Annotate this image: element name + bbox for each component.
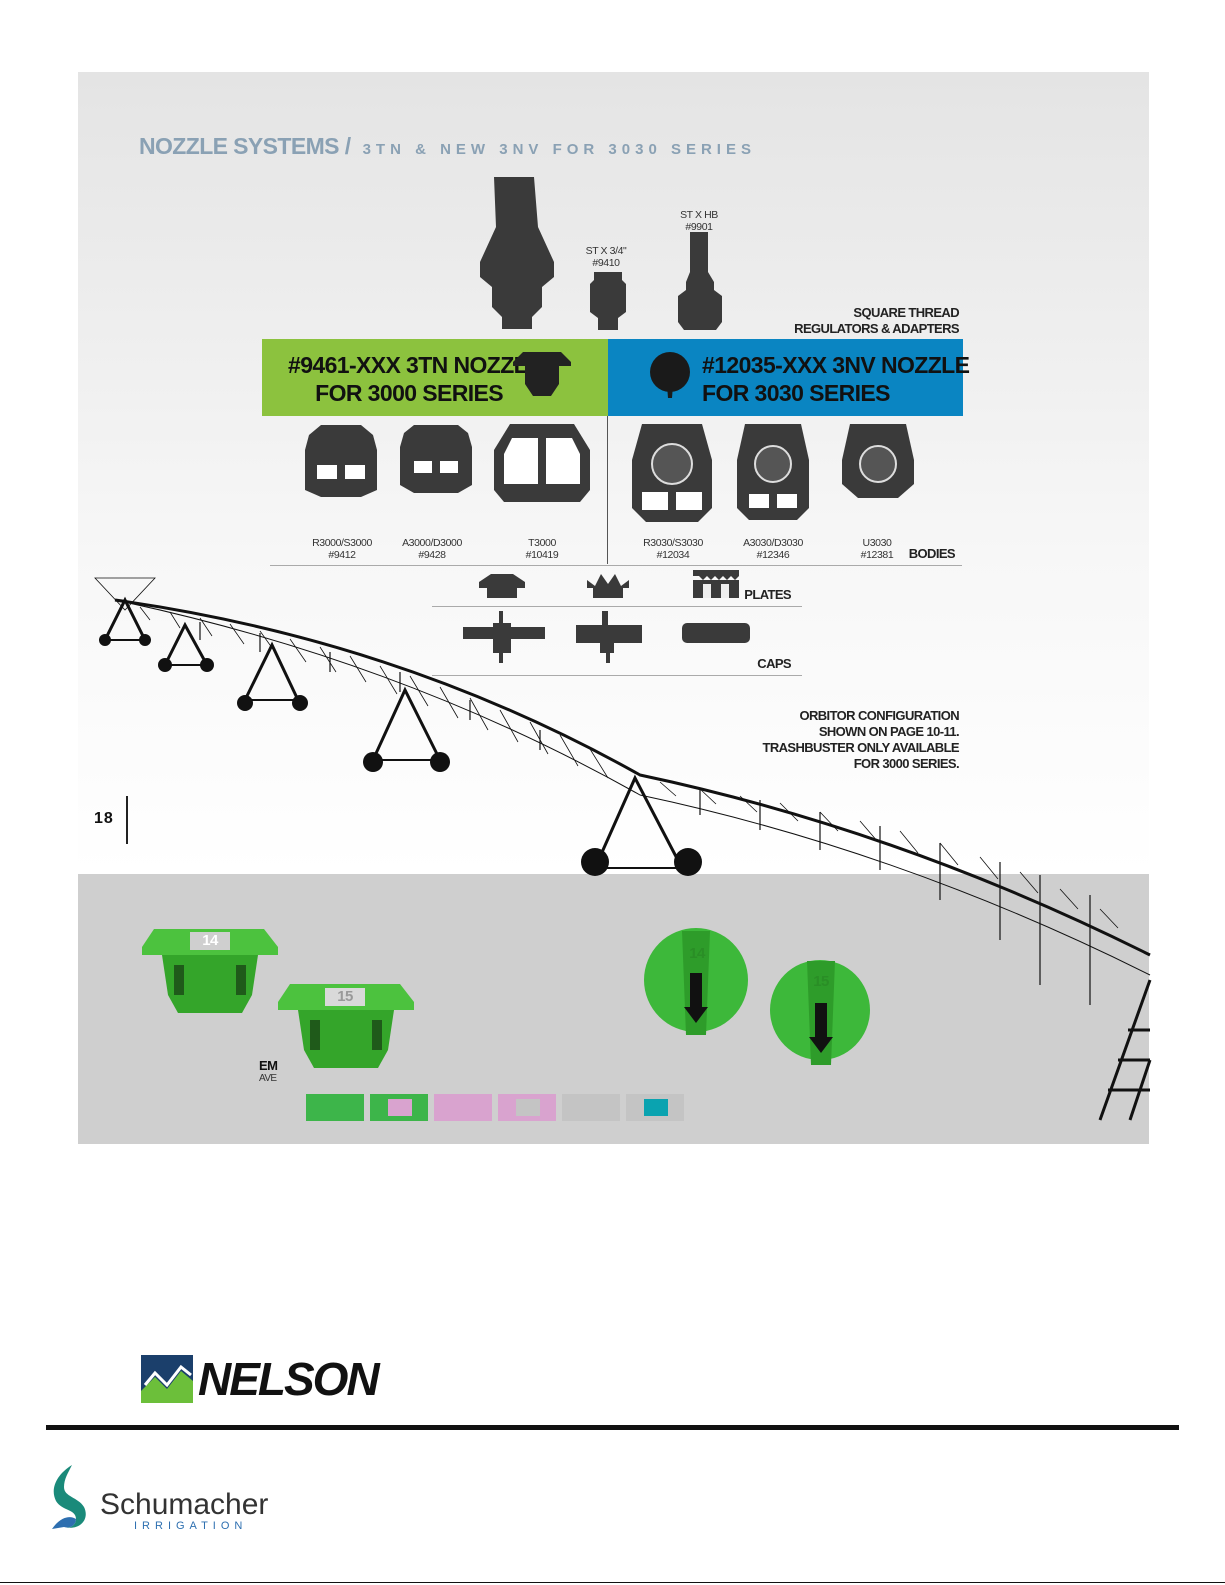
cap-winged-image — [463, 611, 545, 663]
body-part: #10419 — [525, 549, 559, 561]
bodies-label: BODIES — [908, 546, 956, 561]
page-number-bar — [126, 796, 128, 844]
color-swatch-inner — [516, 1099, 540, 1116]
color-swatch — [562, 1094, 620, 1121]
nozzle-3nv-title-line1: #12035-XXX 3NV NOZZLE — [702, 352, 970, 378]
nelson-logo-icon — [141, 1355, 193, 1403]
pressure-regulator-image — [480, 177, 554, 329]
plates-underline — [432, 606, 802, 607]
caps-label: CAPS — [757, 656, 791, 671]
body-name: A3000/D3000 — [402, 537, 462, 549]
bodies-underline — [270, 565, 962, 566]
nozzle-size-label-15-left: 15 — [325, 988, 365, 1006]
body-part: #12346 — [756, 549, 790, 561]
nozzle-3nv-green-15-image — [770, 960, 870, 1065]
body-part: #9412 — [328, 549, 356, 561]
nozzle-3nv-green-14-image — [644, 928, 748, 1035]
color-swatch — [626, 1094, 684, 1121]
body-name: T3000 — [528, 537, 556, 549]
body-r3030-label: R3030/S3030 #12034 — [638, 537, 708, 561]
body-name: R3030/S3030 — [643, 537, 703, 549]
nozzle-size-label-14-right: 14 — [689, 945, 705, 962]
adapter-st-hb-part: #9901 — [685, 221, 713, 233]
nozzle-size-label-15-right: 15 — [813, 973, 829, 990]
color-swatch — [434, 1094, 492, 1121]
regulators-label: SQUARE THREAD REGULATORS & ADAPTERS — [794, 305, 959, 337]
regulators-label-line2: REGULATORS & ADAPTERS — [794, 321, 959, 336]
title-separator: / — [344, 133, 351, 159]
body-part: #12381 — [860, 549, 894, 561]
color-swatch — [498, 1094, 556, 1121]
body-name: R3000/S3000 — [312, 537, 372, 549]
plate-serrated-image — [693, 570, 739, 598]
schumacher-logo-tagline: IRRIGATION — [134, 1520, 248, 1532]
note-line2: SHOWN ON PAGE 10-11. — [818, 724, 960, 739]
adapter-st-34-name: ST X 3/4" — [585, 245, 627, 257]
lower-label: EM AVE — [259, 1058, 278, 1084]
adapter-st-hb-name: ST X HB — [680, 209, 718, 221]
schumacher-logo-text: Schumacher IRRIGATION — [100, 1488, 269, 1533]
cap-short-winged-image — [576, 611, 642, 663]
body-t3000-image — [494, 424, 590, 502]
adapter-st-hb-label: ST X HB #9901 — [670, 209, 728, 233]
schumacher-logo-name: Schumacher — [100, 1488, 269, 1521]
adapter-st-hb-image — [678, 232, 722, 330]
body-name: A3030/D3030 — [743, 537, 803, 549]
nozzle-3nv-title-line2: FOR 3030 SERIES — [702, 380, 890, 406]
configuration-note: ORBITOR CONFIGURATION SHOWN ON PAGE 10-1… — [762, 708, 959, 772]
body-part: #12034 — [656, 549, 690, 561]
schumacher-logo-icon — [52, 1465, 86, 1529]
title-subtitle: 3TN & NEW 3NV FOR 3030 SERIES — [362, 141, 756, 158]
note-line1: ORBITOR CONFIGURATION — [799, 708, 959, 723]
body-t3000-label: T3000 #10419 — [507, 537, 577, 561]
page-number: 18 — [94, 810, 114, 827]
nozzle-3tn-title: #9461-XXX 3TN NOZZLE FOR 3000 SERIES — [288, 351, 542, 407]
note-line3: TRASHBUSTER ONLY AVAILABLE — [762, 740, 959, 755]
bottom-rule — [0, 1582, 1225, 1583]
plate-crown-image — [587, 574, 629, 598]
body-u3030-label: U3030 #12381 — [842, 537, 912, 561]
body-r3000-image — [305, 425, 377, 497]
note-line4: FOR 3000 SERIES. — [853, 756, 960, 771]
lower-label-line2: AVE — [259, 1073, 277, 1084]
color-swatch — [306, 1094, 364, 1121]
body-a3030-image — [737, 424, 809, 520]
nozzle-3tn-image — [513, 352, 571, 396]
title-main: NOZZLE SYSTEMS — [139, 133, 340, 159]
adapter-st-34-label: ST X 3/4" #9410 — [577, 245, 635, 269]
body-a3000-label: A3000/D3000 #9428 — [397, 537, 467, 561]
cap-plug-image — [682, 623, 750, 643]
body-u3030-image — [842, 424, 914, 498]
nozzle-3tn-title-line2: FOR 3000 SERIES — [315, 380, 503, 406]
lower-label-line1: EM — [259, 1058, 278, 1073]
caps-underline — [432, 675, 802, 676]
upper-panel — [78, 72, 1149, 874]
nelson-logo-text: NELSON — [198, 1353, 380, 1405]
body-name: U3030 — [862, 537, 892, 549]
body-part: #9428 — [418, 549, 446, 561]
nozzle-3nv-image — [650, 352, 690, 398]
plates-label: PLATES — [744, 587, 791, 602]
regulators-label-line1: SQUARE THREAD — [853, 305, 959, 320]
body-a3030-label: A3030/D3030 #12346 — [738, 537, 808, 561]
footer-rule — [46, 1425, 1179, 1430]
nozzle-3tn-title-line1: #9461-XXX 3TN NOZZLE — [288, 352, 542, 378]
plate-flat-image — [479, 574, 525, 598]
body-r3030-image — [632, 424, 712, 522]
nozzle-3nv-title: #12035-XXX 3NV NOZZLE FOR 3030 SERIES — [702, 351, 970, 407]
color-swatch-inner — [388, 1099, 412, 1116]
body-r3000-label: R3000/S3000 #9412 — [307, 537, 377, 561]
nozzle-size-label-14-left: 14 — [190, 932, 230, 950]
series-divider — [607, 416, 608, 564]
adapter-st-34-part: #9410 — [592, 257, 620, 269]
color-swatch-inner — [644, 1099, 668, 1116]
color-swatch — [370, 1094, 428, 1121]
page-title: NOZZLE SYSTEMS / 3TN & NEW 3NV FOR 3030 … — [139, 133, 756, 160]
adapter-st-34-image — [590, 272, 626, 330]
body-a3000-image — [400, 425, 472, 493]
